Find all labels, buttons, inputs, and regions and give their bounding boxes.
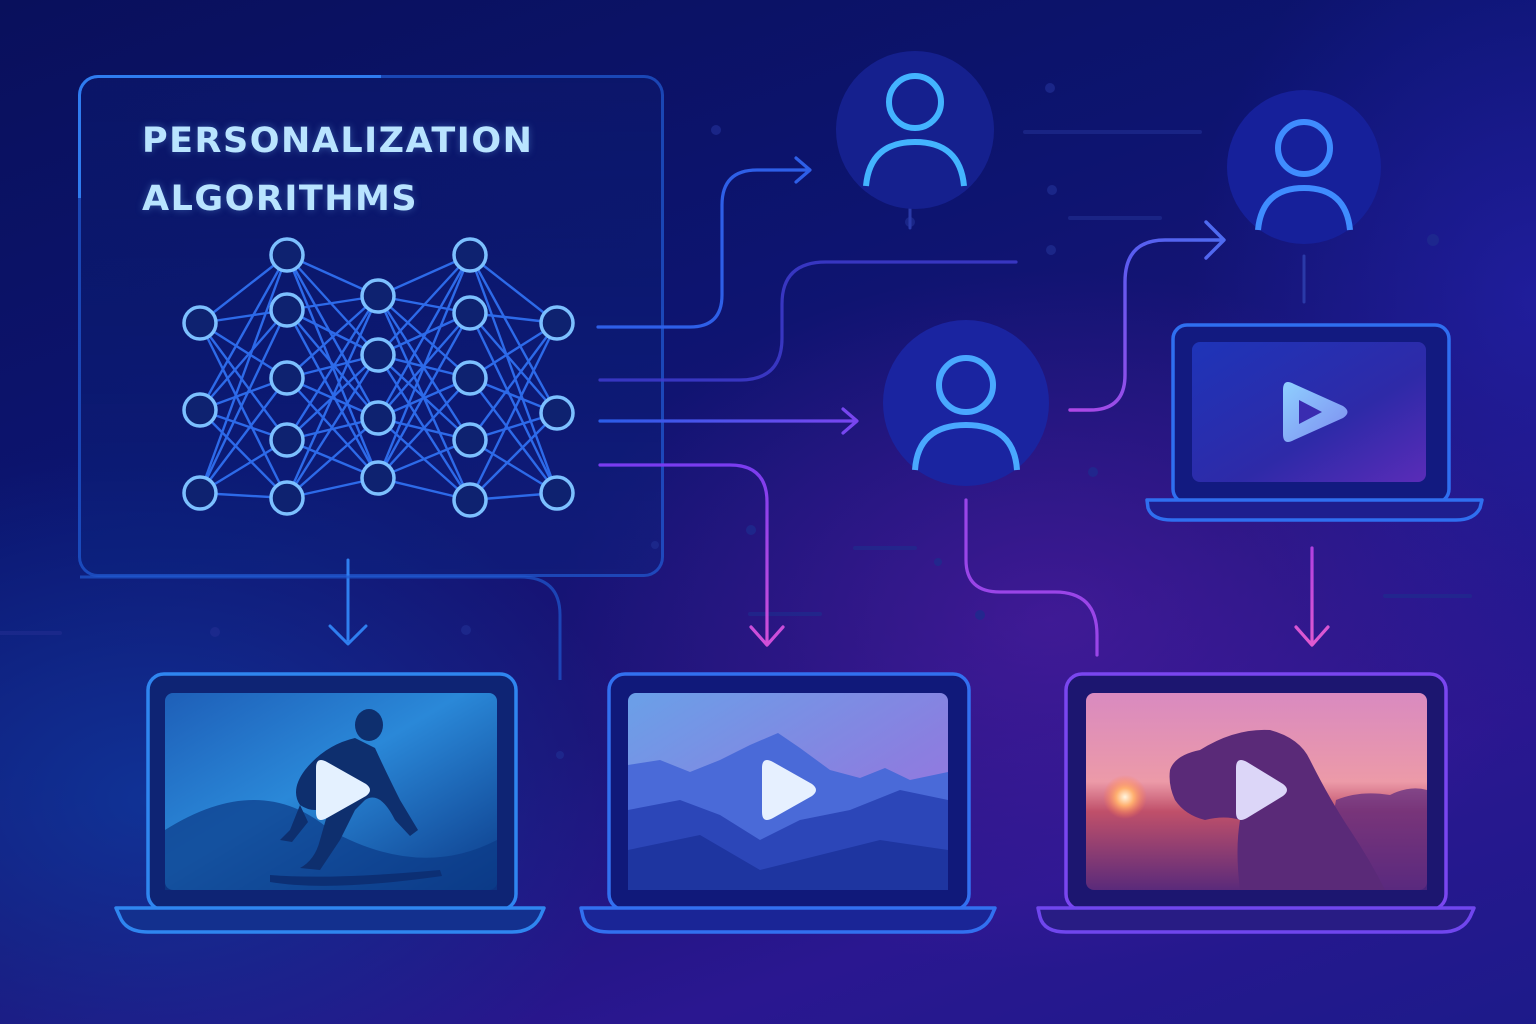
- arrow-to-video-surfer: [328, 558, 368, 646]
- video-thumbnail-surfer[interactable]: [165, 693, 497, 890]
- neural-node: [539, 475, 575, 511]
- play-icon[interactable]: [1236, 760, 1287, 820]
- user-avatar-3[interactable]: [1227, 90, 1381, 244]
- laptop-video-dog[interactable]: [1036, 672, 1476, 934]
- user-icon: [863, 73, 967, 187]
- laptop-video-mountains[interactable]: [579, 672, 997, 934]
- play-icon[interactable]: [762, 760, 816, 820]
- title-line-2: ALGORITHMS: [142, 179, 419, 219]
- neural-node: [452, 482, 488, 518]
- neural-node: [360, 278, 396, 314]
- neural-node: [539, 305, 575, 341]
- neural-node: [360, 460, 396, 496]
- neural-node: [269, 237, 305, 273]
- neural-node: [452, 295, 488, 331]
- neural-node: [269, 360, 305, 396]
- arrow-to-video-dog: [1294, 546, 1330, 647]
- user-icon: [912, 355, 1020, 471]
- panel-title: PERSONALIZATION ALGORITHMS: [142, 112, 533, 228]
- arrow-to-video-mountains: [598, 463, 785, 647]
- arrow-to-user-3: [1068, 220, 1226, 412]
- decorative-dots: [210, 83, 1439, 759]
- title-line-1: PERSONALIZATION: [142, 121, 534, 161]
- user-icon: [1255, 119, 1353, 231]
- panel-base-connector: [80, 575, 562, 680]
- neural-node: [269, 422, 305, 458]
- neural-node: [269, 292, 305, 328]
- user-avatar-2[interactable]: [883, 320, 1049, 486]
- neural-node: [182, 392, 218, 428]
- neural-node: [269, 480, 305, 516]
- neural-node: [452, 422, 488, 458]
- neural-node: [539, 395, 575, 431]
- neural-node: [360, 337, 396, 373]
- neural-node: [452, 237, 488, 273]
- neural-node: [452, 360, 488, 396]
- play-icon[interactable]: [316, 760, 370, 820]
- neural-node: [182, 475, 218, 511]
- play-icon[interactable]: [1283, 382, 1348, 442]
- connector-line-2: [598, 260, 1018, 382]
- neural-node: [182, 305, 218, 341]
- decorative-dashes: [0, 130, 1472, 635]
- neural-node: [360, 400, 396, 436]
- arrow-to-user-2: [598, 407, 859, 435]
- laptop-video-surfer[interactable]: [114, 672, 546, 934]
- arrow-to-user-1: [596, 156, 812, 329]
- user-avatar-1[interactable]: [836, 51, 994, 209]
- connector-user-2-to-video-dog: [964, 498, 1099, 657]
- laptop-video-generic[interactable]: [1145, 323, 1484, 522]
- neural-network-nodes: [182, 237, 575, 518]
